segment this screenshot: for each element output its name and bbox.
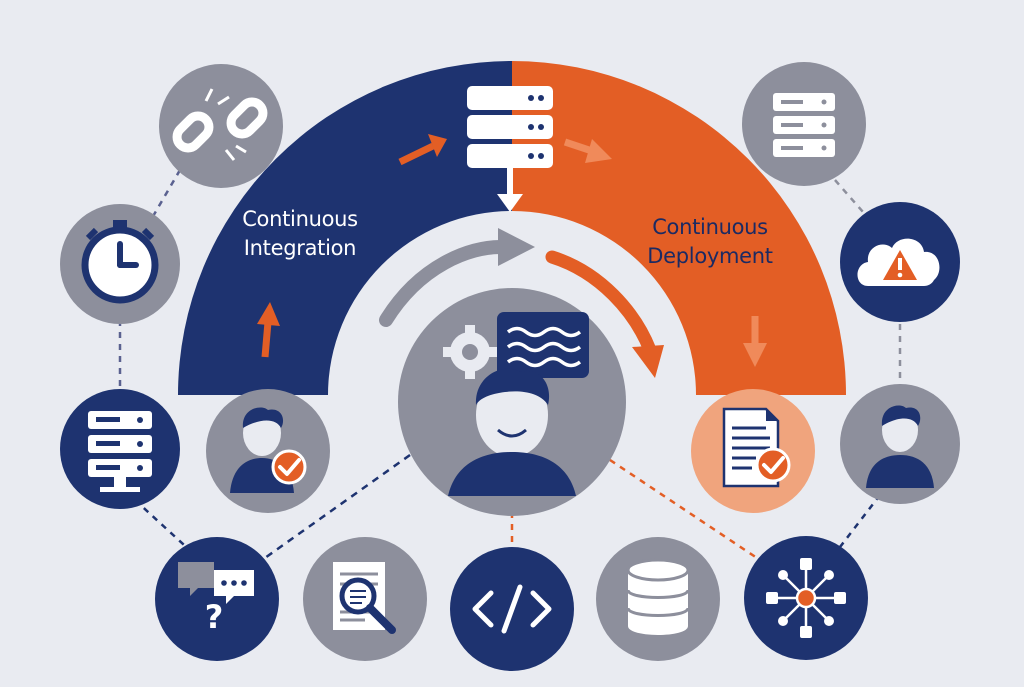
code-icon xyxy=(472,584,552,634)
cd-flow-arrow-right xyxy=(563,138,612,163)
document-search-node xyxy=(303,537,427,661)
orange-flow-arrowhead xyxy=(632,345,664,378)
ci-flow-arrow-up xyxy=(257,302,280,358)
connector-storage-cloud xyxy=(834,179,871,221)
broken-link-node xyxy=(159,64,283,188)
cd-label-line2: Deployment xyxy=(647,244,773,268)
database-node xyxy=(596,537,720,661)
cloud-warning-node xyxy=(840,202,960,322)
connector-server-chat xyxy=(134,499,196,556)
stopwatch-icon xyxy=(81,220,159,304)
developer-avatar-icon xyxy=(448,368,576,496)
server-stack-icon xyxy=(773,93,835,157)
document-search-icon xyxy=(333,562,396,634)
gray-flow-arrow xyxy=(379,240,507,327)
server-rack-node xyxy=(60,389,180,509)
ci-flow-arrow-right xyxy=(398,134,447,166)
user-icon xyxy=(866,405,934,488)
data-network-node xyxy=(744,536,868,660)
svg-text:?: ? xyxy=(205,598,224,636)
connector-user-network xyxy=(829,494,881,561)
check-badge-icon xyxy=(755,447,791,483)
cd-flow-arrow-down xyxy=(743,316,767,367)
ci-label-line1: Continuous xyxy=(242,207,358,231)
check-badge-icon xyxy=(271,449,307,485)
approved-user-node xyxy=(206,389,330,513)
approved-document-node xyxy=(691,389,815,513)
database-icon xyxy=(626,558,690,635)
questions-chat-node: ? xyxy=(155,537,279,661)
code-node xyxy=(450,547,574,671)
developer-center-node xyxy=(398,288,626,516)
cd-label-line1: Continuous xyxy=(652,215,768,239)
stopwatch-node xyxy=(60,204,180,324)
ci-label: Continuous Integration xyxy=(205,205,395,263)
broken-link-icon xyxy=(172,97,268,153)
storage-stack-node xyxy=(742,62,866,186)
ci-label-line2: Integration xyxy=(243,236,357,260)
network-hub-icon xyxy=(766,558,846,638)
top-server-icon xyxy=(467,86,553,212)
orange-flow-arrow xyxy=(545,250,657,357)
chat-question-icon: ? xyxy=(178,562,254,636)
connector-center-chat xyxy=(254,453,411,567)
gray-flow-arrowhead xyxy=(498,228,535,266)
user-right-node xyxy=(840,384,960,504)
cd-label: Continuous Deployment xyxy=(620,213,800,271)
gear-icon xyxy=(443,325,497,379)
cloud-warning-icon xyxy=(857,238,940,286)
